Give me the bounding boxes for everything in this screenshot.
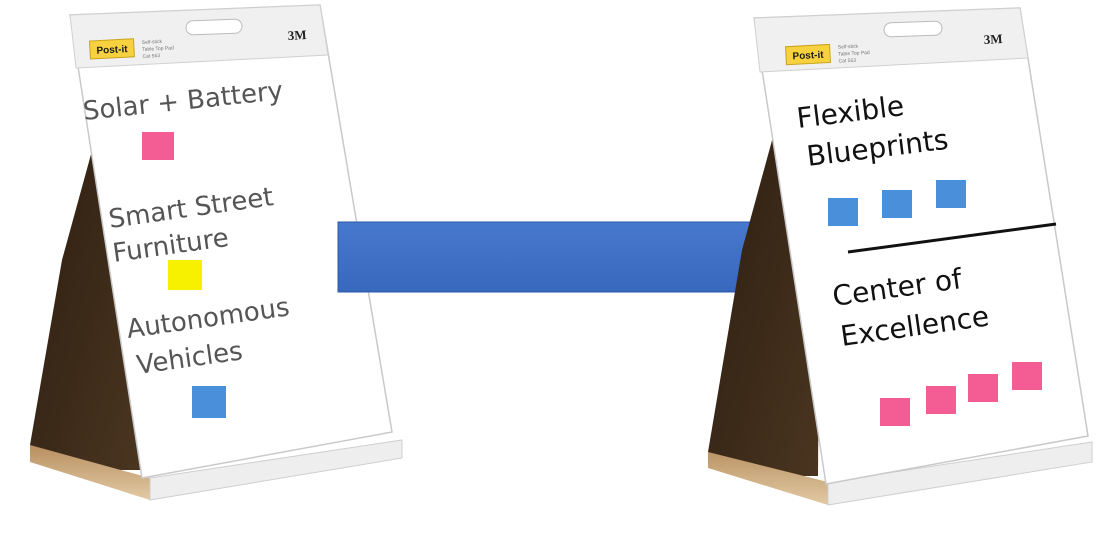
right-pad-maker: 3M bbox=[983, 31, 1003, 47]
right-section-1-sticky-note bbox=[882, 190, 912, 218]
right-section-2-sticky-note bbox=[1012, 362, 1042, 390]
left-pad-brand-text: Post-it bbox=[96, 44, 128, 57]
left-topic-1-sticky-note bbox=[142, 132, 174, 160]
right-easel-pad: Post-it Self-stick Table Top Pad Cat 563… bbox=[708, 8, 1092, 505]
left-pad-maker: 3M bbox=[287, 27, 307, 43]
right-pad-brand-text: Post-it bbox=[792, 50, 824, 63]
left-pad-label-line-1: Self-stick bbox=[142, 39, 163, 46]
right-section-2-sticky-note bbox=[968, 374, 998, 402]
right-section-1-sticky-note bbox=[936, 180, 966, 208]
right-section-2-sticky-note bbox=[926, 386, 956, 414]
right-section-2-sticky-note bbox=[880, 398, 910, 426]
left-topic-2-sticky-note bbox=[168, 260, 202, 290]
right-pad-label-line-1: Self-stick bbox=[838, 44, 859, 51]
left-pad-label-line-3: Cat 563 bbox=[142, 53, 160, 60]
right-pad-label-line-3: Cat 563 bbox=[838, 58, 856, 65]
left-pad-handle bbox=[186, 19, 242, 35]
right-section-1-sticky-note bbox=[828, 198, 858, 226]
right-pad-brand-logo: Post-it bbox=[786, 44, 831, 64]
right-pad-handle bbox=[884, 21, 942, 37]
left-pad-brand-logo: Post-it bbox=[90, 39, 135, 59]
left-topic-3-sticky-note bbox=[192, 386, 226, 418]
